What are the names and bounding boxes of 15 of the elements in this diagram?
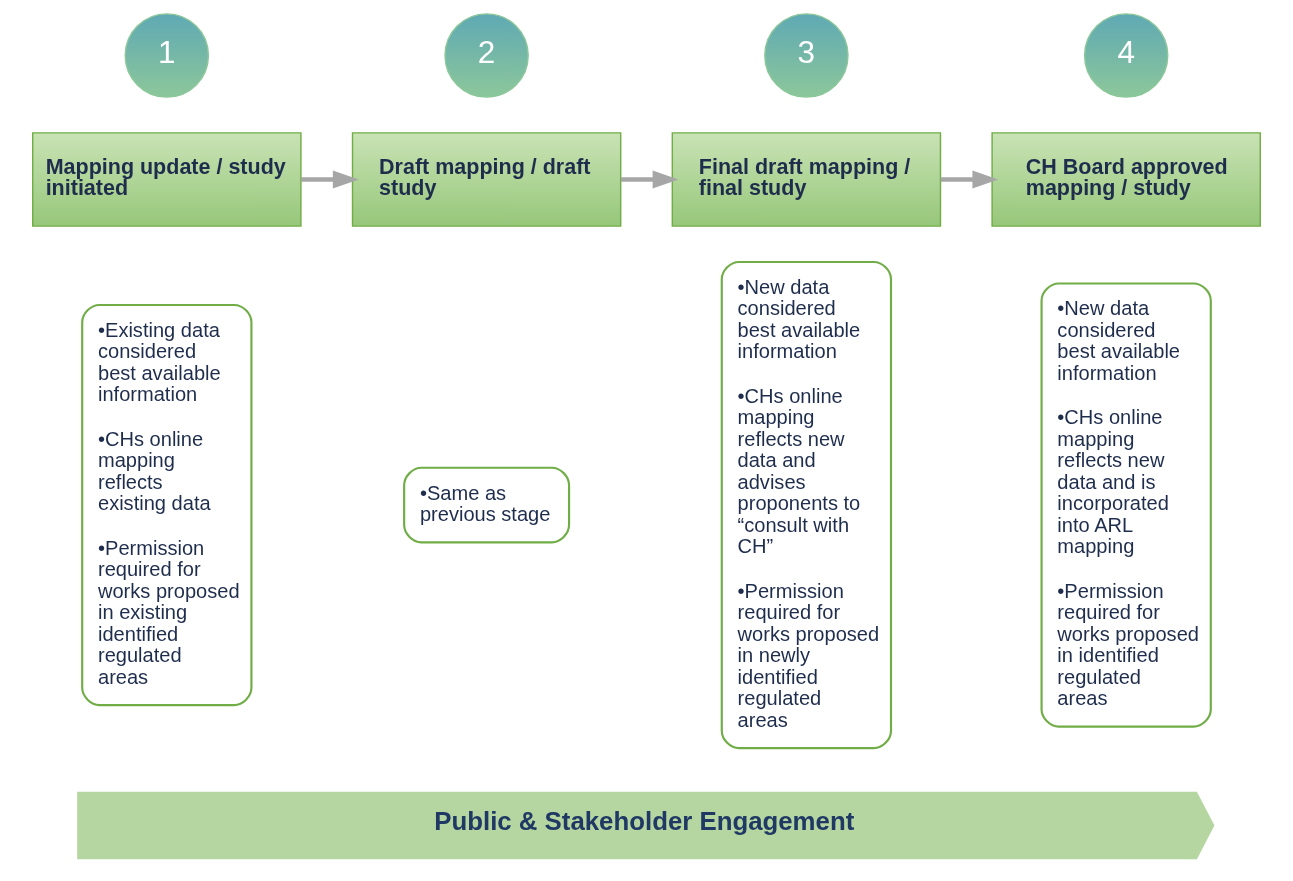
node-box: Draft mapping / draft study <box>351 132 622 227</box>
arrow <box>940 170 999 189</box>
node-box: •Same as previous stage <box>403 466 571 544</box>
node-circle: 4 <box>1083 13 1169 98</box>
node-box: •New data considered best available information •CHs online mapping reflects new data and is incorporated into ARL mapping •Permission required for works proposed in identified regulated areas <box>1040 282 1212 728</box>
arrow <box>620 170 679 189</box>
node-box: CH Board approved mapping / study <box>991 132 1261 227</box>
node-box: •Existing data considered best available information •CHs online mapping reflects existing data •Permission required for works proposed in existing identified regulated areas <box>81 303 253 707</box>
node-circle: 1 <box>124 13 210 98</box>
node-box: Mapping update / study initiated <box>32 132 302 227</box>
node-circle: 3 <box>764 13 849 98</box>
node-box: •New data considered best available information •CHs online mapping reflects new data and advises proponents to “consult with CH” •Permission required for works proposed in newly identified regulated areas <box>720 260 893 750</box>
arrow <box>301 170 359 189</box>
node-circle: 2 <box>444 13 529 98</box>
node-box: Final draft mapping / final study <box>671 132 942 227</box>
